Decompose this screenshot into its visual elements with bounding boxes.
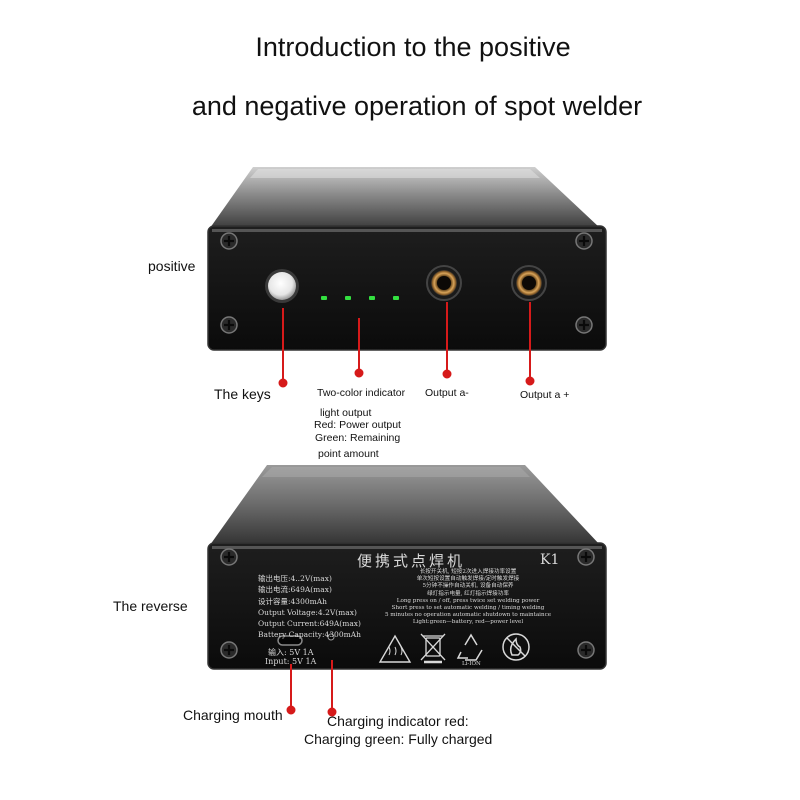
instruction-line: Long press on / off, press twice set wel…	[396, 597, 540, 604]
weee-bin-icon	[420, 633, 446, 664]
usb-c-port	[277, 635, 303, 646]
charging-indicator-label-1: Charging indicator red:	[327, 713, 469, 729]
instruction-line: 绿灯指示电量, 红灯指示焊接功率	[427, 590, 509, 597]
spec-line: 输出电流:649A(max)	[258, 585, 332, 595]
output-minus-label: Output a-	[425, 387, 469, 399]
spec-line: 设计容量:4300mAh	[258, 596, 327, 606]
instruction-line: Light:green—battery, red—power level	[412, 619, 524, 626]
title-line-1: Introduction to the positive	[255, 32, 571, 62]
instruction-line: Short press to set automatic welding / t…	[391, 605, 545, 612]
recycle-icon	[456, 633, 483, 661]
instruction-line: 5 minutes no operation automatic shutdow…	[384, 612, 552, 619]
screw-icon	[577, 548, 595, 566]
power-key	[265, 269, 299, 303]
output-plus-label: Output a +	[520, 389, 570, 401]
indicator-leds	[321, 296, 399, 300]
hot-surface-warning-icon	[378, 634, 412, 663]
spec-block: 输出电压:4..2V(max) 输出电流:649A(max) 设计容量:4300…	[258, 573, 361, 641]
spec-line: Output Voltage:4.2V(max)	[258, 607, 357, 617]
charging-mouth-label: Charging mouth	[183, 707, 283, 723]
charging-indicator-led	[327, 633, 335, 641]
reverse-label: The reverse	[113, 598, 188, 614]
positive-label: positive	[148, 258, 196, 274]
indicator-label-5: point amount	[318, 448, 379, 460]
device-title-cn: 便携式点焊机	[357, 552, 466, 570]
output-plus-socket	[511, 265, 547, 301]
cert-code: Li-ION	[462, 661, 481, 667]
title-line-2: and negative operation of spot welder	[191, 91, 643, 121]
screw-icon	[575, 232, 593, 250]
keys-label: The keys	[214, 386, 271, 402]
screw-icon	[220, 316, 238, 334]
back-pointers	[286, 660, 337, 717]
indicator-label-1: Two-color indicator	[317, 387, 406, 399]
output-minus-socket	[426, 265, 462, 301]
screw-icon	[220, 232, 238, 250]
input-en: Input: 5V 1A	[265, 657, 317, 666]
screw-icon	[220, 548, 238, 566]
spec-line: Output Current:649A(max)	[258, 619, 361, 629]
front-pointers	[278, 302, 535, 388]
screw-icon	[220, 641, 238, 659]
input-cn: 输入: 5V 1A	[268, 648, 314, 657]
device-model: K1	[540, 552, 560, 568]
instruction-block: 长按开关机, 短按2次进入焊接功率设置 单次短按设置自动触发焊接/定时触发焊接 …	[372, 569, 564, 627]
instruction-line: 5分钟不操作自动关机, 设备自动保养	[422, 583, 514, 590]
instruction-line: 单次短按设置自动触发焊接/定时触发焊接	[416, 576, 520, 583]
instruction-line: 长按开关机, 短按2次进入焊接功率设置	[419, 569, 517, 575]
no-fire-icon	[502, 633, 530, 661]
back-device	[207, 465, 607, 670]
charging-indicator-label-2: Charging green: Fully charged	[304, 731, 493, 747]
front-device	[207, 167, 607, 351]
indicator-label-3: Red: Power output	[314, 419, 401, 431]
spec-line: Battery Capacity:4300mAh	[258, 630, 361, 640]
spec-line: 输出电压:4..2V(max)	[258, 574, 332, 583]
indicator-label-2: light output	[320, 407, 372, 419]
screw-icon	[577, 641, 595, 659]
indicator-label-4: Green: Remaining	[315, 432, 401, 444]
screw-icon	[575, 316, 593, 334]
